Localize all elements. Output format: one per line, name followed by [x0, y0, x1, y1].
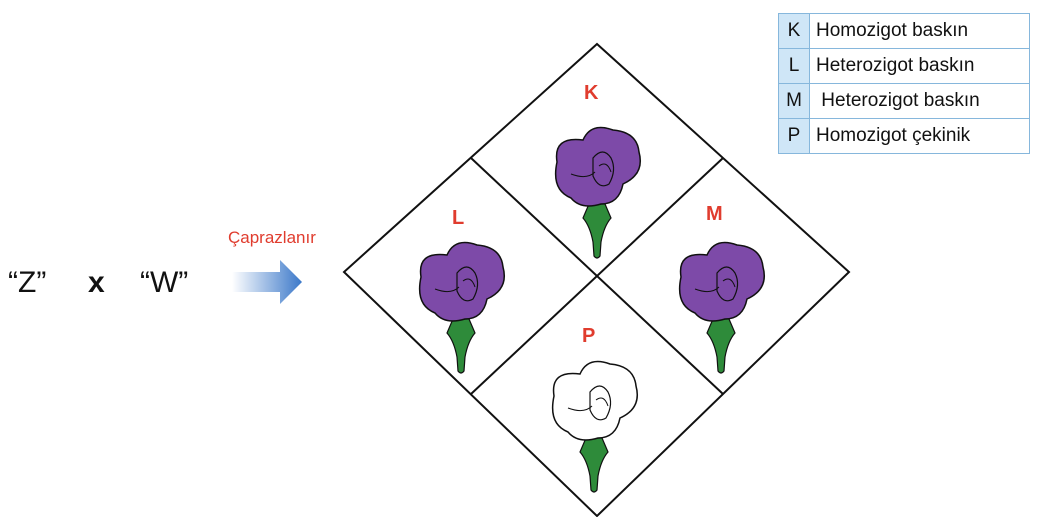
cross-label: Çaprazlanır — [228, 228, 316, 247]
cross-arrow-icon — [232, 260, 302, 304]
flower-p — [551, 360, 638, 493]
flower-k — [554, 126, 641, 259]
legend-key: M — [778, 83, 810, 119]
cross-symbol: x — [88, 266, 105, 299]
legend-row: P Homozigot çekinik — [778, 118, 1030, 154]
legend-key: K — [778, 13, 810, 49]
legend-row: L Heterozigot baskın — [778, 48, 1030, 84]
flower-l — [418, 241, 505, 374]
diamond-grid — [342, 42, 851, 517]
legend-text: Heterozigot baskın — [809, 48, 1030, 84]
legend-row: M Heterozigot baskın — [778, 83, 1030, 119]
cell-label-p: P — [582, 325, 596, 347]
legend-row: K Homozigot baskın — [778, 13, 1030, 49]
cell-label-m: M — [706, 203, 723, 225]
genotype-legend: K Homozigot baskın L Heterozigot baskın … — [778, 13, 1030, 154]
parent-w-label: “W” — [140, 266, 189, 299]
legend-key: P — [778, 118, 810, 154]
cell-label-l: L — [452, 207, 465, 229]
flower-m — [678, 241, 765, 374]
legend-key: L — [778, 48, 810, 84]
legend-text: Heterozigot baskın — [809, 83, 1030, 119]
parent-z-label: “Z” — [8, 266, 47, 299]
legend-text: Homozigot baskın — [809, 13, 1030, 49]
legend-text: Homozigot çekinik — [809, 118, 1030, 154]
cell-label-k: K — [584, 82, 599, 104]
